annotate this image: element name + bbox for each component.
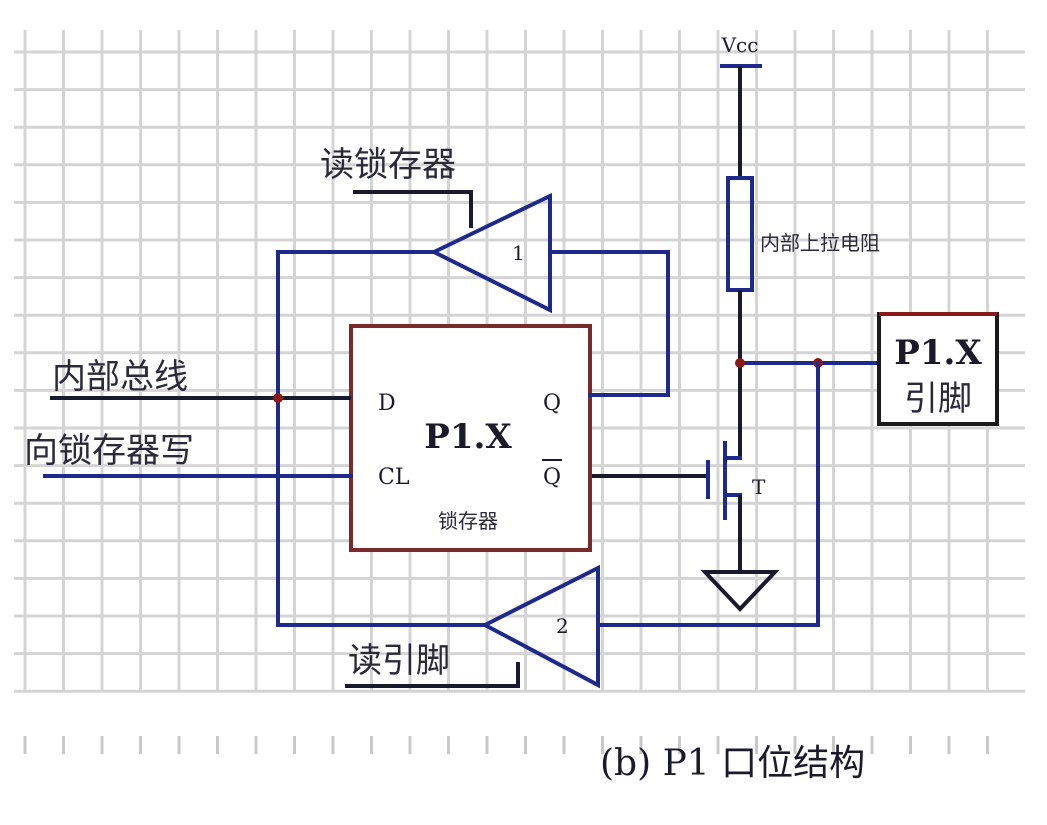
junction-node bbox=[273, 393, 283, 403]
latch-d-label: D bbox=[378, 391, 396, 416]
buffer1-number: 1 bbox=[512, 241, 525, 265]
wire-read-latch bbox=[353, 190, 473, 228]
latch-q-label: Q bbox=[543, 391, 561, 416]
wire-pin-to-buffer2 bbox=[596, 361, 820, 627]
buffer2-number: 2 bbox=[556, 614, 569, 638]
pin-box-subtitle: 引脚 bbox=[904, 379, 972, 419]
junction-node bbox=[735, 358, 745, 368]
vcc-label: Vcc bbox=[721, 33, 759, 57]
pin-box-title: P1.X bbox=[894, 333, 982, 373]
caption: (b) P1 口位结构 bbox=[600, 743, 865, 784]
read-latch-label: 读锁存器 bbox=[320, 145, 456, 185]
latch-subtitle: 锁存器 bbox=[438, 509, 498, 533]
latch-title: P1.X bbox=[424, 417, 512, 457]
buffer2-triangle bbox=[480, 564, 600, 689]
internal-bus-label: 内部总线 bbox=[52, 357, 188, 397]
wire-q-feedback bbox=[548, 250, 670, 397]
bottom-tick-marks bbox=[23, 736, 989, 754]
latch-cl-label: CL bbox=[378, 465, 410, 490]
transistor-label: T bbox=[752, 475, 766, 499]
write-latch-label: 向锁存器写 bbox=[24, 431, 194, 471]
buffer1-triangle bbox=[429, 192, 552, 314]
ground-icon bbox=[700, 570, 780, 612]
wire-read-pin bbox=[345, 662, 520, 688]
wire-bus-loop bbox=[276, 250, 487, 627]
pullup-resistor bbox=[726, 176, 754, 292]
read-pin-label: 读引脚 bbox=[348, 641, 450, 681]
latch-qbar-label: Q bbox=[543, 465, 561, 490]
latch-box bbox=[349, 324, 592, 552]
resistor-label: 内部上拉电阻 bbox=[760, 231, 880, 255]
